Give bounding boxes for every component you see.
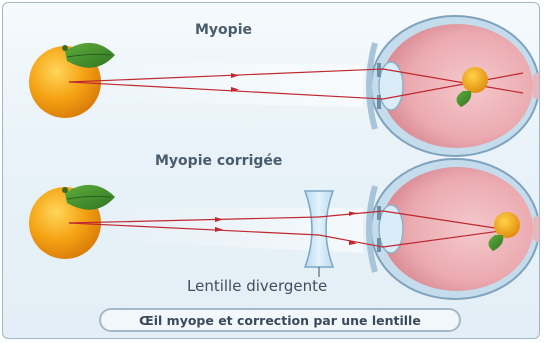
diagram-frame: Myopie Myopie corrigée Lentille divergen…: [2, 2, 540, 339]
caption-text: Œil myope et correction par une lentille: [139, 313, 421, 328]
myopia-scene: [29, 16, 540, 156]
caption-box: Œil myope et correction par une lentille: [99, 308, 461, 332]
lens-label: Lentille divergente: [187, 277, 327, 295]
title-myopia: Myopie: [195, 22, 252, 38]
title-corrected-myopia: Myopie corrigée: [155, 153, 282, 169]
